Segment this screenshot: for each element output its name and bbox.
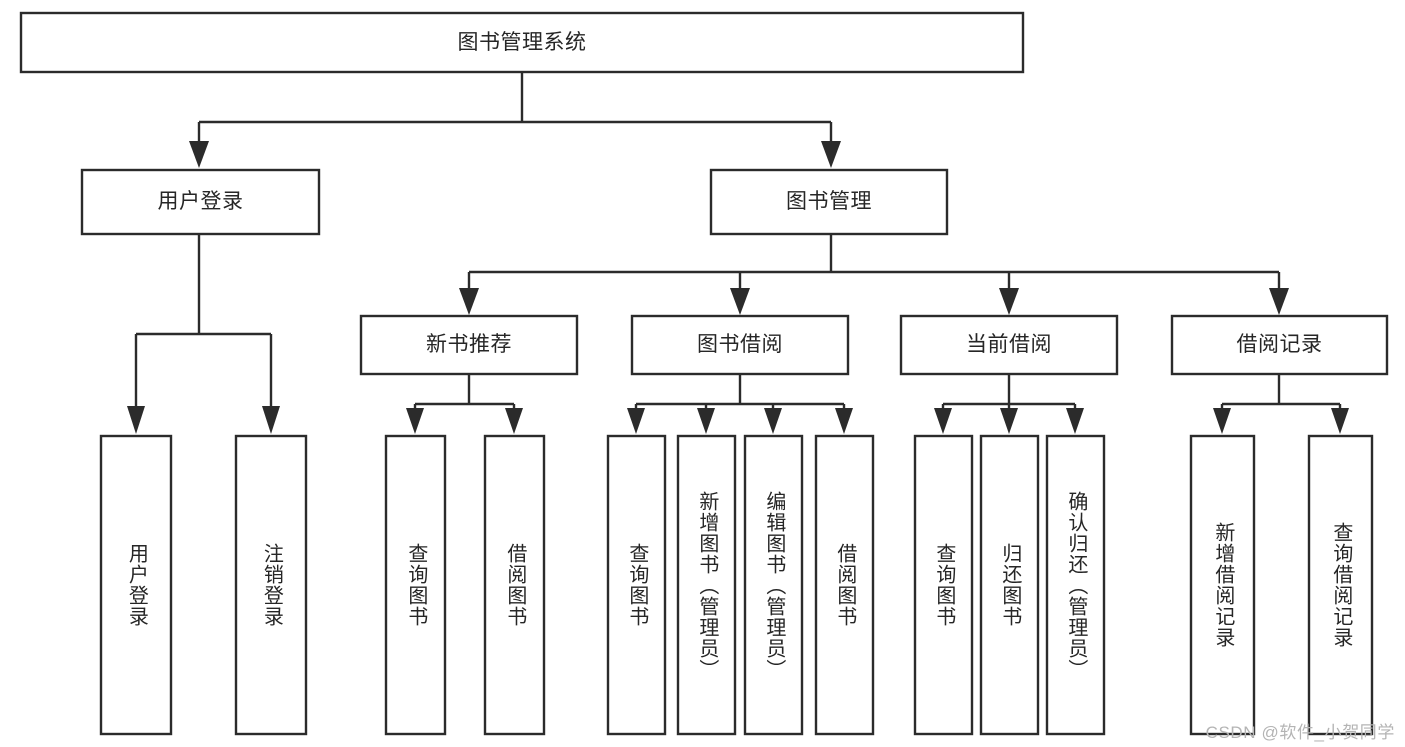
arrow-head-rc-leaf-1 [1213,408,1231,434]
node-box-leaf-nb-2[interactable] [483,434,546,736]
node-box-book-mgmt[interactable] [709,168,949,236]
arrow-head-bw-leaf-2 [697,408,715,434]
connector-group-root [189,72,841,168]
node-box-leaf-user-login[interactable] [99,434,173,736]
arrow-head-rc-leaf-2 [1331,408,1349,434]
connector-group-book-mgmt [459,234,1289,315]
node-box-record[interactable] [1170,314,1389,376]
connector-group-new-book [406,374,523,434]
arrow-head-borrow [730,288,750,315]
connector-group-current [934,374,1084,434]
node-box-leaf-logout[interactable] [234,434,308,736]
arrow-head-new-book [459,288,479,315]
connector-group-user-login [127,234,280,434]
arrow-head-nb-leaf-2 [505,408,523,434]
watermark-text: CSDN @软件_小贺同学 [1205,723,1395,742]
arrow-head-nb-leaf-1 [406,408,424,434]
node-box-root[interactable] [19,11,1025,74]
arrow-head-leaf-user-login [127,406,145,434]
arrow-head-leaf-logout [262,406,280,434]
node-box-leaf-rc-2[interactable] [1307,434,1374,736]
node-box-leaf-bw-1[interactable] [606,434,667,736]
node-box-leaf-cb-1[interactable] [913,434,974,736]
node-box-leaf-bw-2[interactable] [676,434,737,736]
arrow-head-user-login [189,141,209,168]
node-box-current[interactable] [899,314,1119,376]
node-box-borrow[interactable] [630,314,850,376]
arrow-head-bw-leaf-1 [627,408,645,434]
arrow-head-bw-leaf-3 [764,408,782,434]
arrow-head-record [1269,288,1289,315]
node-box-leaf-nb-1[interactable] [384,434,447,736]
arrow-head-book-mgmt [821,141,841,168]
node-box-leaf-cb-3[interactable] [1045,434,1106,736]
arrow-head-cb-leaf-1 [934,408,952,434]
node-box-leaf-cb-2[interactable] [979,434,1040,736]
connector-group-borrow [627,374,853,434]
node-box-new-book[interactable] [359,314,579,376]
node-box-leaf-bw-3[interactable] [743,434,804,736]
node-box-leaf-bw-4[interactable] [814,434,875,736]
node-box-user-login[interactable] [80,168,321,236]
arrow-head-cb-leaf-2 [1000,408,1018,434]
connector-group-record [1213,374,1349,434]
arrow-head-bw-leaf-4 [835,408,853,434]
arrow-head-current [999,288,1019,315]
arrow-head-cb-leaf-3 [1066,408,1084,434]
node-box-leaf-rc-1[interactable] [1189,434,1256,736]
